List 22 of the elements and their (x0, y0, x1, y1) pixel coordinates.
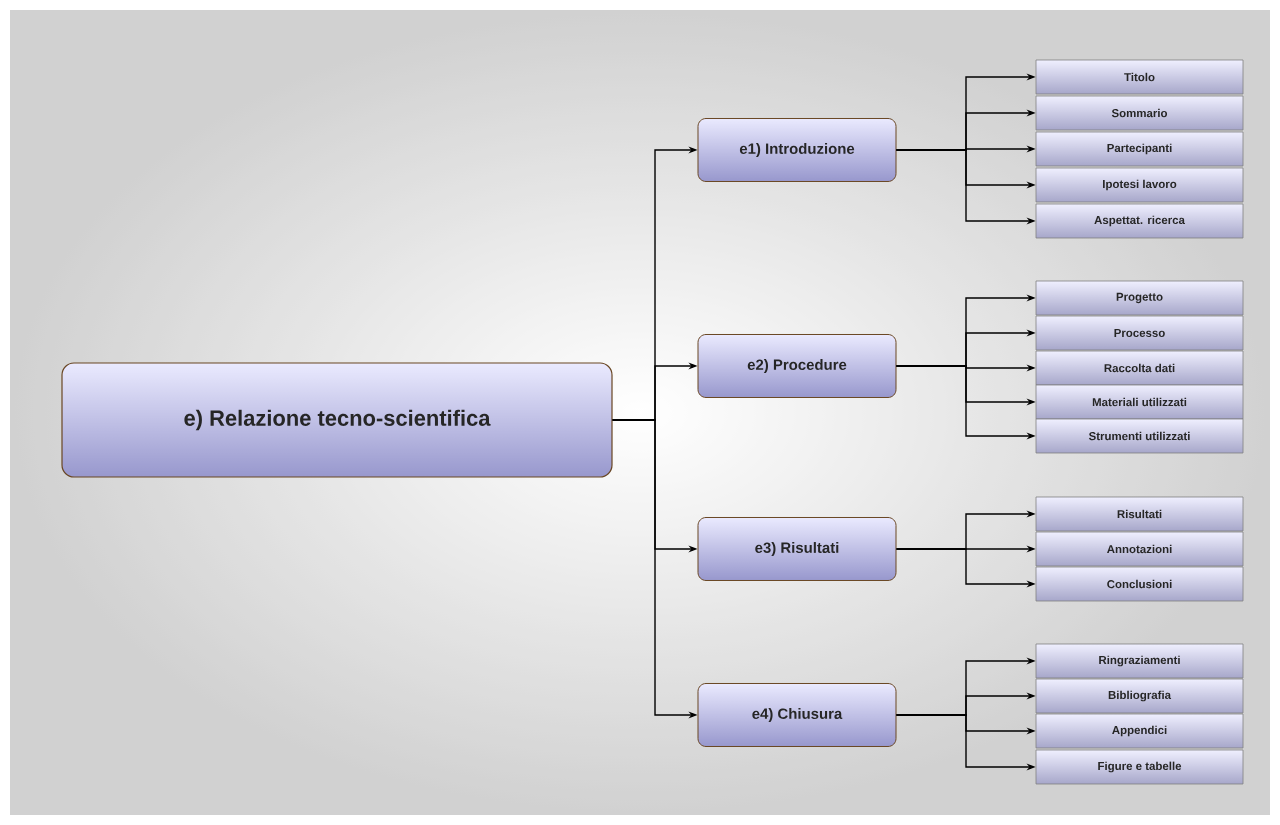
item-box: Raccolta dati (1035, 350, 1244, 386)
main-box: e) Relazione tecno-scientifica (61, 362, 613, 478)
item-box: Appendici (1035, 713, 1244, 749)
item-box: Risultati (1035, 496, 1244, 532)
item-box: Aspettat. ricerca (1035, 203, 1244, 239)
item-box: Titolo (1035, 59, 1244, 95)
item-box: Materiali utilizzati (1035, 384, 1244, 420)
item-box: Progetto (1035, 280, 1244, 316)
topic-box: e4) Chiusura (697, 683, 897, 747)
item-box: Sommario (1035, 95, 1244, 131)
topic-box: e2) Procedure (697, 334, 897, 398)
item-box: Conclusioni (1035, 566, 1244, 602)
item-box: Bibliografia (1035, 678, 1244, 714)
item-box: Ipotesi lavoro (1035, 167, 1244, 203)
item-box: Annotazioni (1035, 531, 1244, 567)
topic-box: e1) Introduzione (697, 118, 897, 182)
item-box: Strumenti utilizzati (1035, 418, 1244, 454)
item-box: Processo (1035, 315, 1244, 351)
item-box: Partecipanti (1035, 131, 1244, 167)
topic-box: e3) Risultati (697, 517, 897, 581)
item-box: Ringraziamenti (1035, 643, 1244, 679)
item-box: Figure e tabelle (1035, 749, 1244, 785)
